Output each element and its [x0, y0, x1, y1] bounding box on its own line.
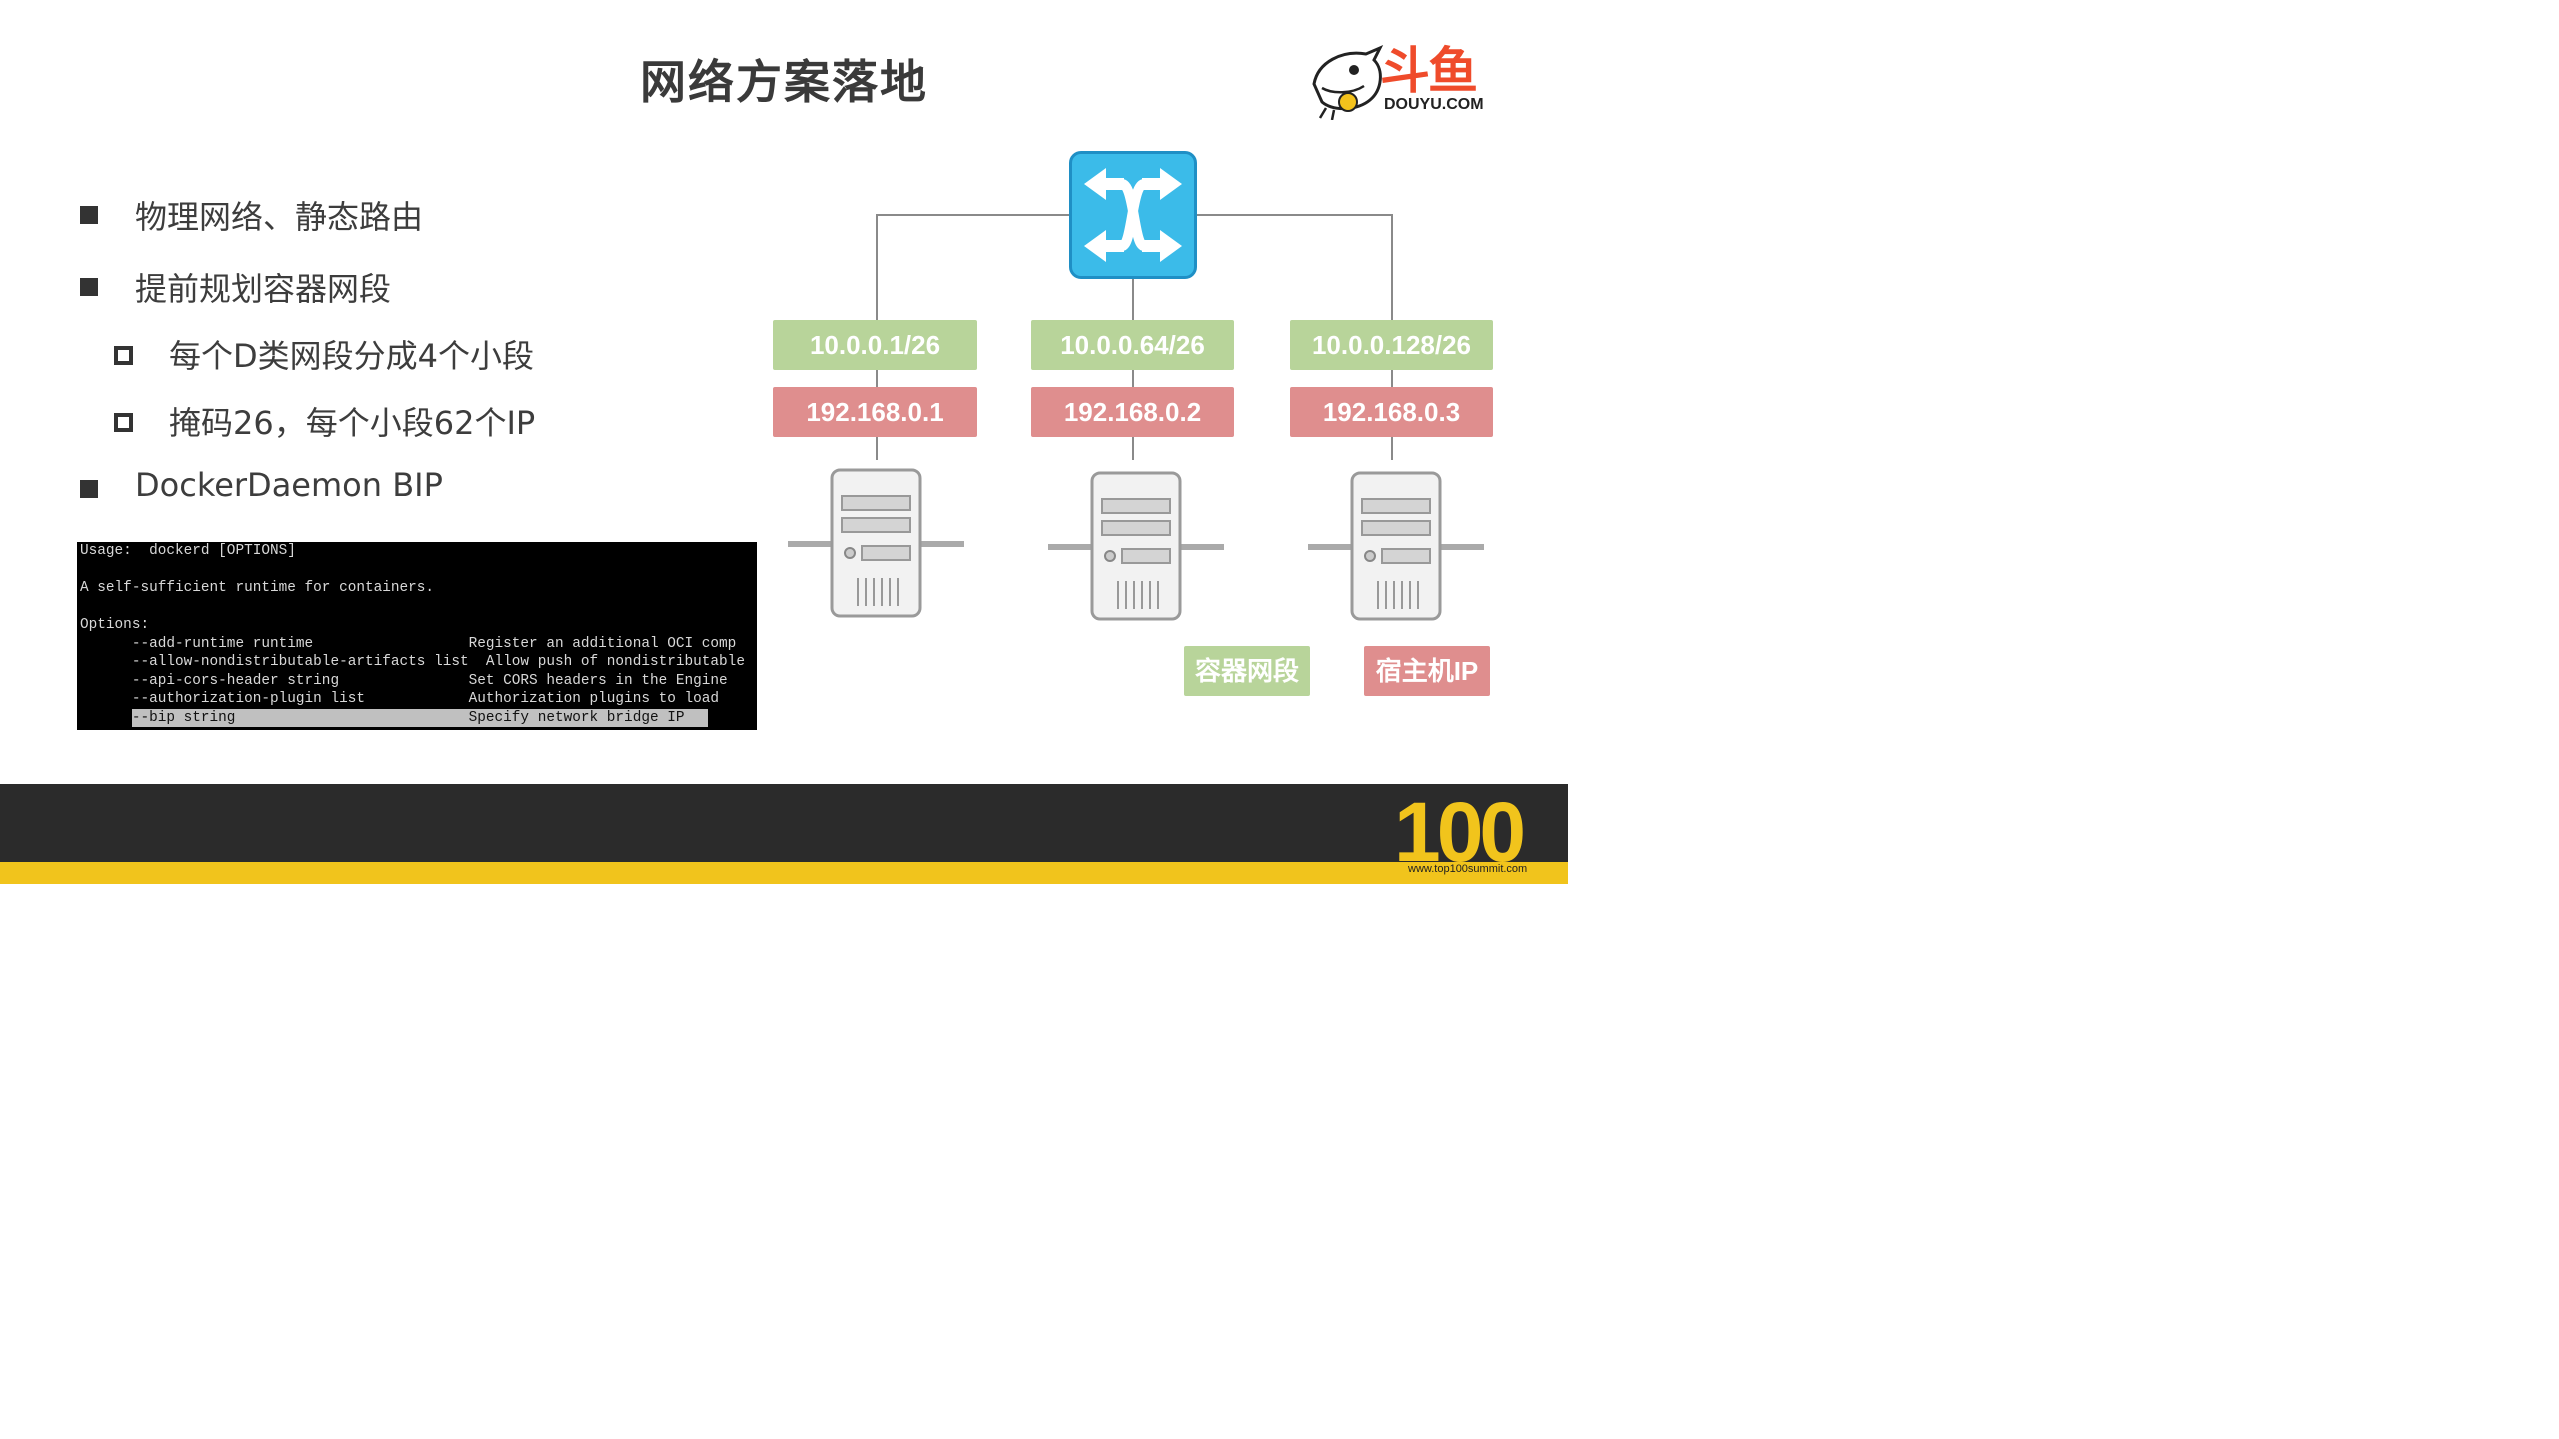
- network-switch: [1069, 151, 1197, 279]
- server-icon: [1308, 471, 1484, 621]
- slide-title: 网络方案落地: [640, 55, 928, 109]
- terminal-line: --allow-nondistributable-artifacts list …: [80, 654, 745, 670]
- switch-arrows-icon: [1084, 168, 1182, 262]
- top100-logo: 100: [1394, 785, 1526, 879]
- container-subnet-label: 10.0.0.128/26: [1290, 320, 1493, 370]
- terminal-line-highlighted: --bip string Specify network bridge IP: [80, 710, 685, 726]
- bullet-text: 物理网络、静态路由: [135, 198, 424, 236]
- terminal-line: Options:: [80, 617, 150, 633]
- terminal-line: --api-cors-header string Set CORS header…: [80, 673, 728, 689]
- server-icon: [788, 468, 964, 618]
- connector-line: [1132, 370, 1134, 387]
- footer-accent-bar: [0, 862, 1568, 884]
- host-ip-label: 192.168.0.1: [773, 387, 977, 437]
- network-diagram: 10.0.0.1/26 192.168.0.1 10.0.0.64/26 192…: [760, 140, 1550, 720]
- logo-domain: DOUYU.COM: [1384, 96, 1484, 113]
- legend-container-subnet: 容器网段: [1184, 646, 1310, 696]
- bullet-text: DockerDaemon BIP: [135, 466, 443, 504]
- connector-line: [876, 437, 878, 459]
- shark-mascot-icon: [1312, 45, 1384, 120]
- terminal-line: Usage: dockerd [OPTIONS]: [80, 543, 296, 559]
- footer-url: www.top100summit.com: [1408, 863, 1528, 875]
- bullet-text: 提前规划容器网段: [135, 270, 392, 308]
- terminal-line: --authorization-plugin list Authorizatio…: [80, 691, 720, 707]
- connector-line: [1132, 437, 1134, 459]
- highlighted-option-row: [132, 709, 708, 727]
- terminal-line: --add-runtime runtime Register an additi…: [80, 636, 737, 652]
- container-subnet-label: 10.0.0.64/26: [1031, 320, 1234, 370]
- connector-line: [1391, 370, 1393, 387]
- connector-line: [1391, 437, 1393, 459]
- terminal-screenshot: Usage: dockerd [OPTIONS] A self-sufficie…: [77, 542, 757, 730]
- square-bullet-icon: [80, 278, 98, 296]
- hollow-square-bullet-icon: [114, 346, 133, 365]
- square-bullet-icon: [80, 480, 98, 498]
- logo-text: 斗鱼: [1380, 42, 1478, 100]
- server-icon: [1048, 471, 1224, 621]
- legend-host-ip: 宿主机IP: [1364, 646, 1490, 696]
- footer-bar: [0, 784, 1568, 862]
- container-subnet-label: 10.0.0.1/26: [773, 320, 977, 370]
- bullet-text: 每个D类网段分成4个小段: [169, 337, 535, 375]
- host-ip-label: 192.168.0.3: [1290, 387, 1493, 437]
- connector-line: [876, 370, 878, 387]
- host-ip-label: 192.168.0.2: [1031, 387, 1234, 437]
- bullet-text: 掩码26，每个小段62个IP: [169, 404, 536, 442]
- douyu-logo: 斗鱼 DOUYU.COM: [1308, 44, 1498, 120]
- terminal-line: A self-sufficient runtime for containers…: [80, 580, 435, 596]
- hollow-square-bullet-icon: [114, 413, 133, 432]
- square-bullet-icon: [80, 206, 98, 224]
